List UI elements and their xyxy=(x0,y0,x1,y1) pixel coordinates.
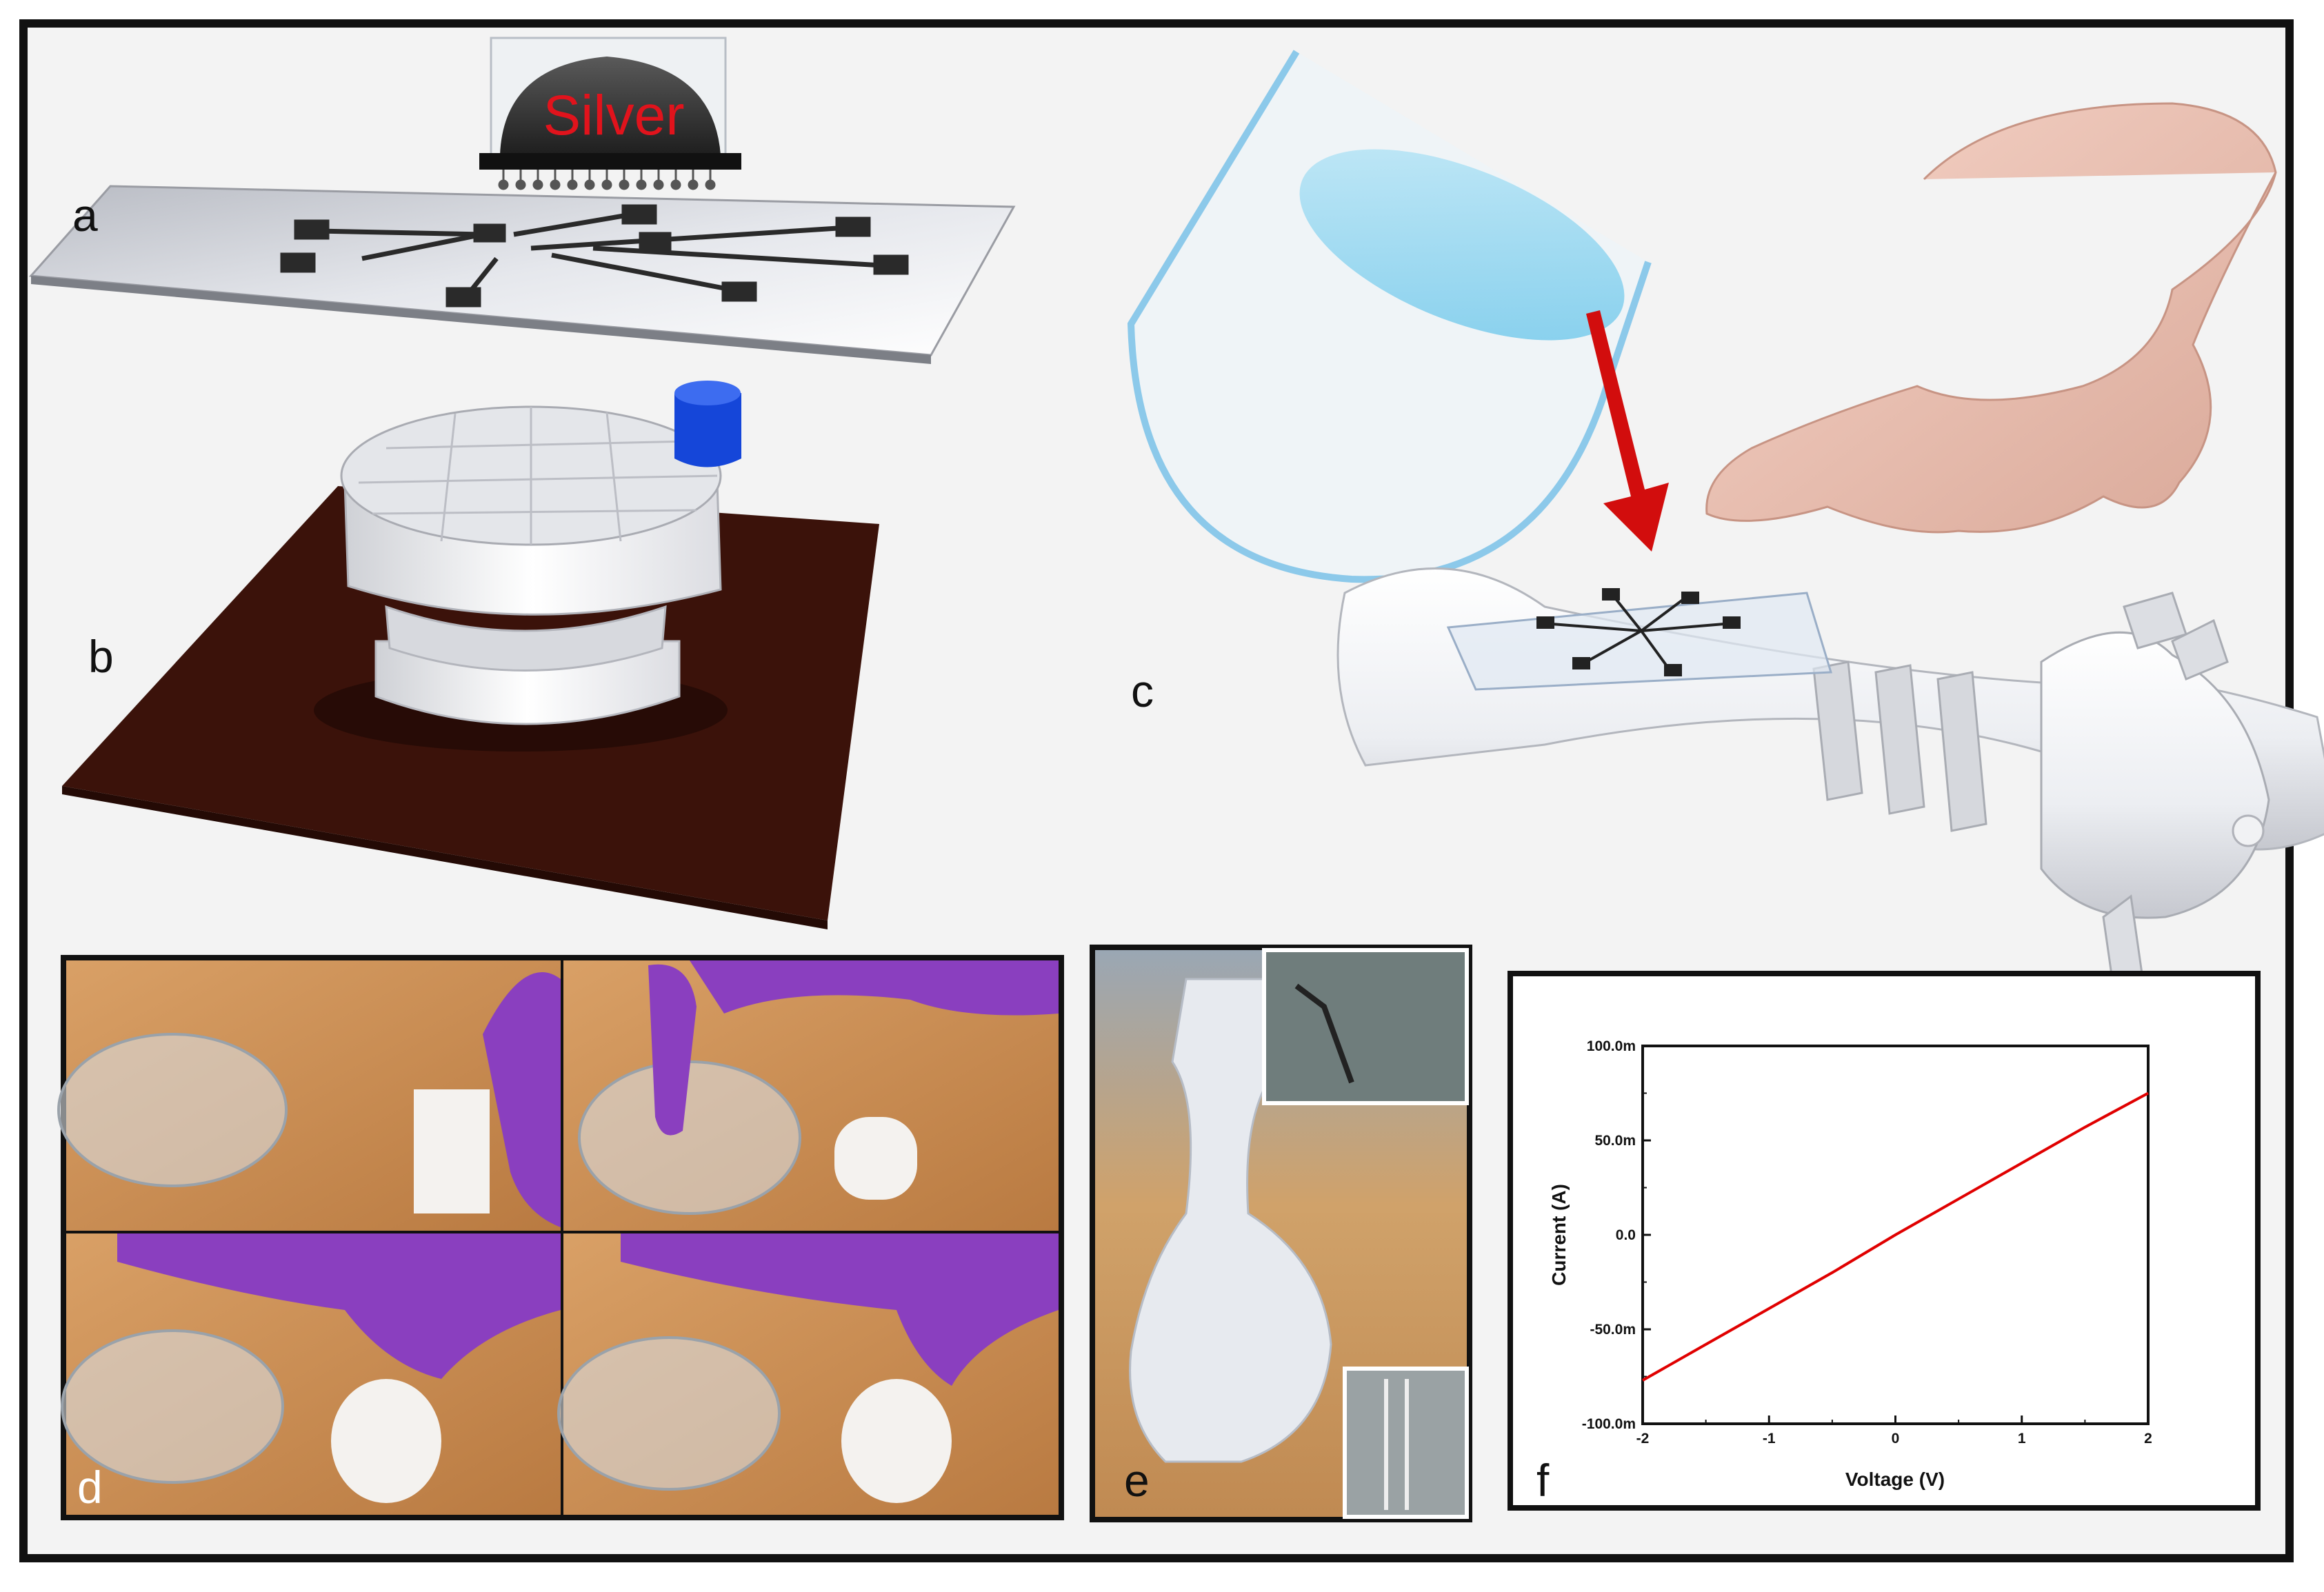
x-axis-label: Voltage (V) xyxy=(1845,1469,1945,1490)
rook-knob xyxy=(2232,814,2265,847)
y-tick-label: 50.0m xyxy=(1594,1133,1636,1149)
photo-d3 xyxy=(61,1233,561,1515)
x-tick-label: -1 xyxy=(1763,1431,1776,1447)
panel-c-illustration: c xyxy=(1127,50,2324,1016)
panel-f-chart: -2 -1 0 1 2 -100.0m -50.0m 0.0 50.0m 100.0m Volta… xyxy=(1507,971,2261,1511)
chart-ticks: -2 -1 0 1 2 -100.0m -50.0m 0.0 50.0m 100.0m xyxy=(1582,1038,2152,1447)
y-tick-label: 0.0 xyxy=(1616,1227,1636,1243)
rook-bands xyxy=(1812,661,1987,832)
panel-label-b: b xyxy=(88,631,114,682)
printhead-dome xyxy=(500,57,721,155)
rook-photo xyxy=(1129,978,1332,1463)
beaker-water xyxy=(1299,149,1625,341)
printhead-base xyxy=(479,153,741,170)
hand xyxy=(1705,102,2277,534)
inset-top xyxy=(1262,948,1469,1105)
rook-collar xyxy=(385,605,667,672)
photo-d2 xyxy=(563,960,1059,1231)
panel-d-photos: d xyxy=(57,955,1064,1520)
electrode-pattern xyxy=(280,204,909,308)
y-axis-label: Current (A) xyxy=(1548,1184,1570,1286)
print-bed-edge xyxy=(62,786,828,929)
y-tick-label: 100.0m xyxy=(1587,1038,1636,1054)
ink-droplets xyxy=(498,170,716,190)
x-tick-label: 0 xyxy=(1892,1431,1900,1447)
sheet-edge xyxy=(31,276,931,364)
panel-b-illustration: b xyxy=(62,381,879,929)
panel-label-f: f xyxy=(1536,1455,1550,1506)
substrate-sheet xyxy=(28,185,1016,356)
panel-label-a: a xyxy=(72,190,98,241)
printhead-text: Silver xyxy=(543,84,684,147)
rook-top-grid xyxy=(358,407,718,545)
x-tick-label: 2 xyxy=(2144,1431,2152,1447)
x-tick-label: -2 xyxy=(1636,1431,1650,1447)
photo-d4 xyxy=(557,1233,1059,1515)
panel-label-e: e xyxy=(1124,1455,1150,1506)
y-tick-label: -100.0m xyxy=(1582,1416,1636,1432)
nozzle-cylinder xyxy=(674,393,741,467)
photo-d1 xyxy=(57,960,561,1231)
panel-label-d: d xyxy=(77,1462,103,1513)
panel-label-c: c xyxy=(1131,665,1154,716)
rook-crown xyxy=(2040,631,2270,919)
tattoo-electrodes xyxy=(1536,588,1741,676)
beaker xyxy=(1127,50,1652,583)
nozzle-top xyxy=(674,381,741,405)
series-line xyxy=(1642,1091,2149,1382)
panel-a-illustration: Silver a xyxy=(28,37,1016,364)
red-arrow xyxy=(1586,310,1669,552)
y-tick-label: -50.0m xyxy=(1590,1322,1636,1338)
x-tick-label: 1 xyxy=(2018,1431,2026,1447)
panel-e-photo: e xyxy=(1090,945,1472,1522)
